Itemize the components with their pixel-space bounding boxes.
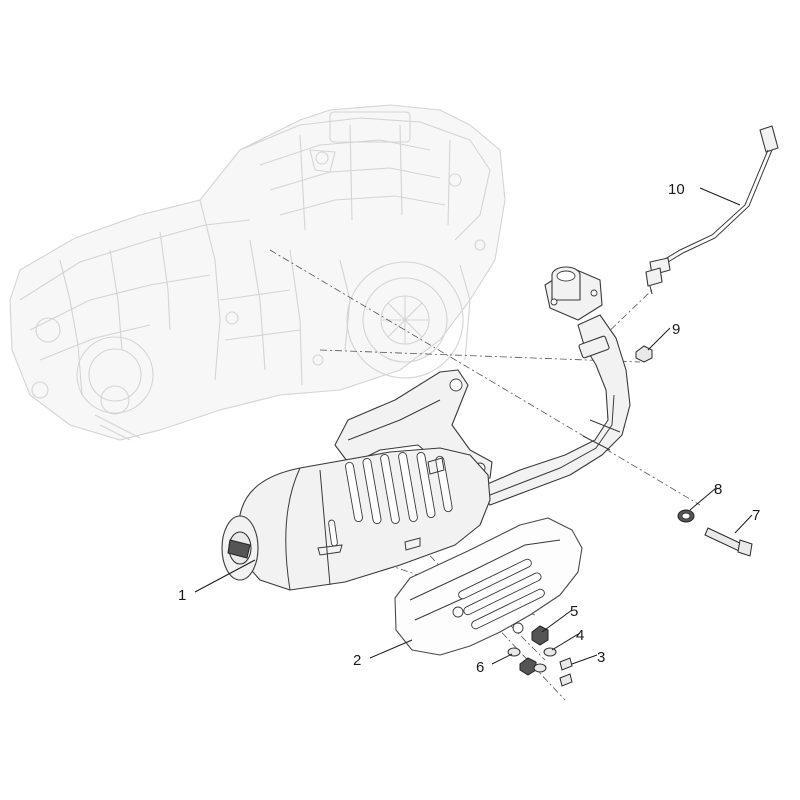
callout-4: 4 [576,627,584,644]
exhaust-header-pipe [477,266,631,506]
engine-illustration [9,104,506,441]
callout-6: 6 [476,659,484,676]
callout-1: 1 [178,587,186,604]
callout-7: 7 [752,507,760,524]
muffler [221,447,491,591]
screw-3 [559,657,573,671]
callout-9: 9 [672,321,680,338]
callout-5: 5 [570,603,578,620]
heat-shield-vents [458,558,545,630]
muffler-vent-slots [345,451,453,525]
callout-labels: 1 2 3 4 5 6 7 8 9 10 [178,181,760,676]
callout-3: 3 [597,649,605,666]
callout-8: 8 [714,481,722,498]
hardware [507,345,753,687]
callout-leaders [194,187,753,665]
washer-4 [543,647,557,657]
heat-shield [394,517,583,656]
callout-10: 10 [668,181,685,198]
oxygen-sensor [645,125,779,295]
nut-6 [519,657,537,676]
callout-2: 2 [353,652,361,669]
